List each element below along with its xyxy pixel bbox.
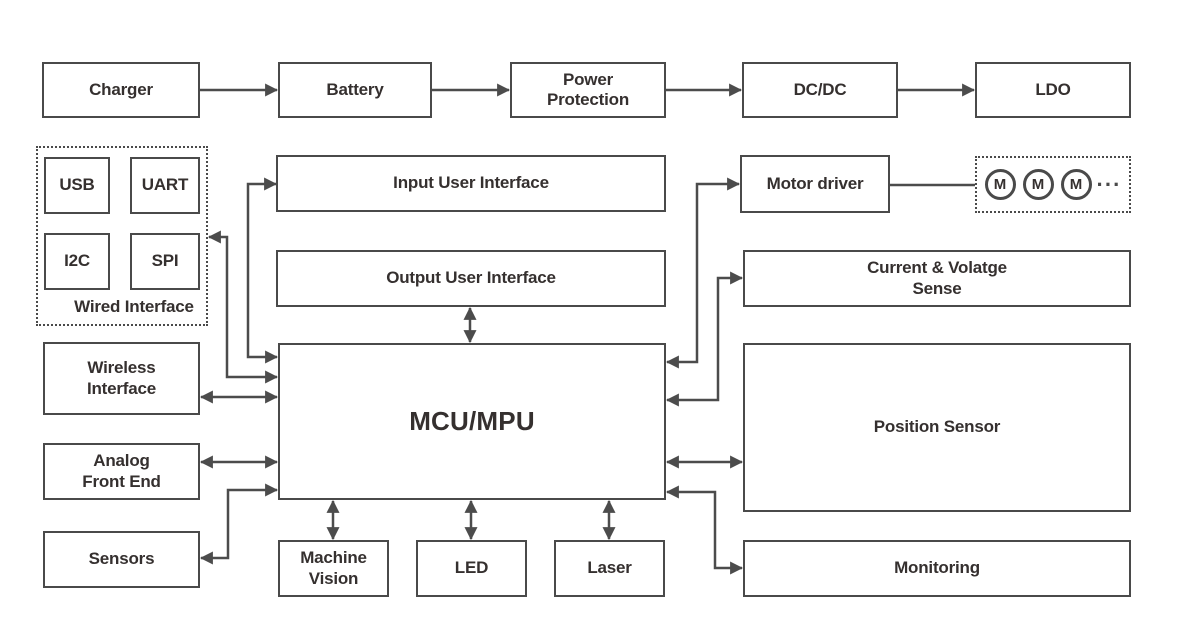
block-charger: Charger: [42, 62, 200, 118]
block-analog-front-end: Analog Front End: [43, 443, 200, 500]
block-input-user-interface: Input User Interface: [276, 155, 666, 212]
block-motor-driver: Motor driver: [740, 155, 890, 213]
block-uart: UART: [130, 157, 200, 214]
block-i2c: I2C: [44, 233, 110, 290]
motor-icon: M: [984, 169, 1016, 200]
block-dcdc: DC/DC: [742, 62, 898, 118]
block-sensors: Sensors: [43, 531, 200, 588]
block-wireless-interface: Wireless Interface: [43, 342, 200, 415]
motor-icon: M: [1022, 169, 1054, 200]
connector-mcu-current-voltage-sense: [665, 271, 744, 407]
group-motors: M M M ···: [975, 156, 1131, 213]
block-monitoring: Monitoring: [743, 540, 1131, 597]
block-laser: Laser: [554, 540, 665, 597]
block-current-voltage-sense: Current & Volatge Sense: [743, 250, 1131, 307]
connector-mcu-input-user-interface: [246, 177, 279, 364]
motor-label: M: [993, 176, 1007, 193]
connector-mcu-motor-driver: [665, 177, 741, 369]
block-ldo: LDO: [975, 62, 1131, 118]
block-led: LED: [416, 540, 527, 597]
block-spi: SPI: [130, 233, 200, 290]
motor-icon: M: [1060, 169, 1092, 200]
block-output-user-interface: Output User Interface: [276, 250, 666, 307]
block-machine-vision: Machine Vision: [278, 540, 389, 597]
block-position-sensor: Position Sensor: [743, 343, 1131, 512]
block-power-protection: Power Protection: [510, 62, 666, 118]
block-usb: USB: [44, 157, 110, 214]
block-mcu-mpu: MCU/MPU: [278, 343, 666, 500]
connector-mcu-wired-interface: [207, 230, 279, 384]
block-battery: Battery: [278, 62, 432, 118]
wired-interface-label: Wired Interface: [74, 297, 194, 316]
motor-label: M: [1069, 176, 1083, 193]
connector-mcu-monitoring: [665, 485, 744, 575]
motor-label: M: [1031, 176, 1045, 193]
connector-mcu-sensors: [199, 483, 279, 565]
